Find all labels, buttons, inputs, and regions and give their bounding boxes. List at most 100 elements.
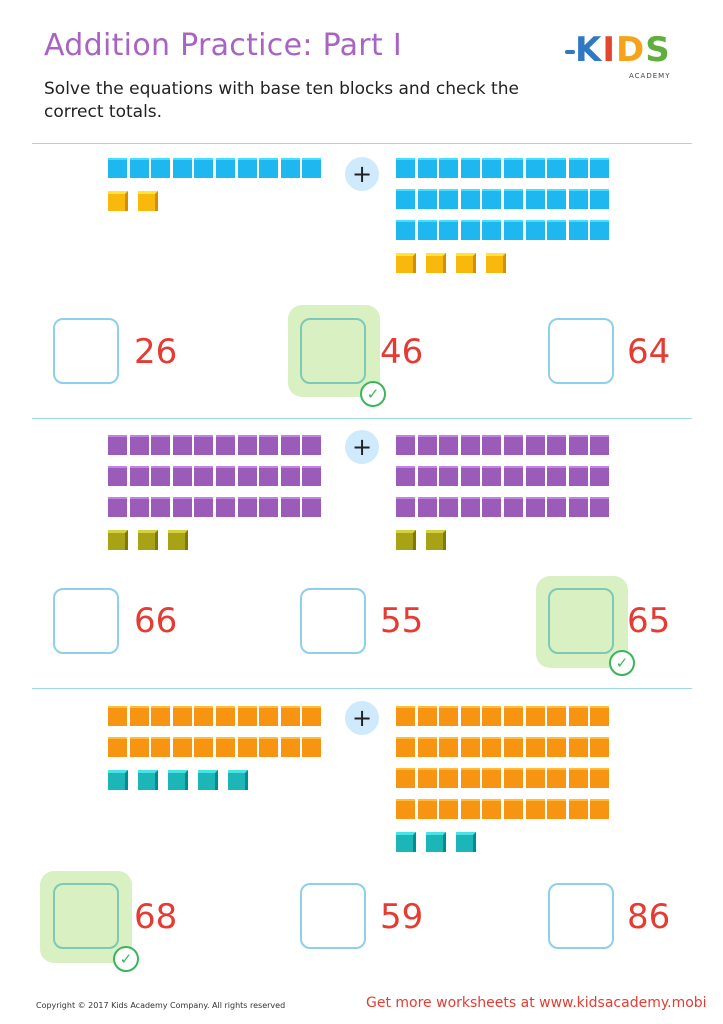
rod-unit (172, 737, 192, 757)
rod-unit (417, 466, 437, 486)
rod-unit (525, 799, 545, 819)
rod-unit (460, 497, 480, 517)
website-link[interactable]: Get more worksheets at www.kidsacademy.m… (366, 995, 707, 1011)
rod-unit (302, 497, 322, 517)
answer-choice: 64 (627, 332, 671, 372)
rod-unit (215, 466, 235, 486)
rod-unit (568, 706, 588, 726)
page-title: Addition Practice: Part I (44, 28, 402, 63)
right-addend-blocks (396, 706, 612, 852)
rod-unit (280, 706, 300, 726)
rod-unit (439, 799, 459, 819)
rod-unit (547, 220, 567, 240)
answer-choice: 66 (134, 601, 178, 641)
answer-checkbox[interactable] (53, 883, 119, 949)
one-cube (426, 832, 446, 852)
answer-checkbox[interactable] (300, 318, 366, 384)
logo-subtitle: ACADEMY (629, 72, 671, 80)
rod-unit (108, 706, 127, 726)
ten-rod (396, 799, 612, 819)
rod-unit (237, 435, 257, 455)
rod-unit (590, 189, 610, 209)
rod-unit (172, 435, 192, 455)
answer-checkbox[interactable] (548, 588, 614, 654)
answer-checkbox[interactable] (300, 883, 366, 949)
rod-unit (237, 158, 257, 178)
rod-unit (417, 706, 437, 726)
plus-sign: + (345, 701, 379, 735)
rod-unit (108, 497, 127, 517)
logo-dash-icon (565, 50, 575, 54)
ten-rod (396, 435, 612, 455)
one-cube (108, 770, 128, 790)
ones-cubes (396, 832, 612, 852)
answer-checkbox[interactable] (53, 318, 119, 384)
answer-choice: 65 (627, 601, 671, 641)
rod-unit (172, 497, 192, 517)
ten-rod (396, 189, 612, 209)
rod-unit (280, 466, 300, 486)
rod-unit (259, 497, 279, 517)
one-cube (396, 832, 416, 852)
rod-unit (396, 220, 415, 240)
rod-unit (525, 466, 545, 486)
rod-unit (108, 737, 127, 757)
rod-unit (482, 466, 502, 486)
rod-unit (280, 435, 300, 455)
rod-unit (482, 158, 502, 178)
rod-unit (215, 737, 235, 757)
rod-unit (194, 737, 214, 757)
rod-unit (302, 435, 322, 455)
rod-unit (568, 435, 588, 455)
rod-unit (590, 737, 610, 757)
rod-unit (568, 189, 588, 209)
rod-unit (151, 158, 171, 178)
rod-unit (151, 497, 171, 517)
rod-unit (417, 189, 437, 209)
rod-unit (439, 706, 459, 726)
answer-checkbox[interactable] (548, 318, 614, 384)
answer-checkbox[interactable] (548, 883, 614, 949)
rod-unit (547, 435, 567, 455)
one-cube (168, 770, 188, 790)
rod-unit (129, 737, 149, 757)
rod-unit (547, 158, 567, 178)
rod-unit (503, 189, 523, 209)
rod-unit (215, 435, 235, 455)
rod-unit (439, 189, 459, 209)
rod-unit (129, 435, 149, 455)
rod-unit (568, 799, 588, 819)
rod-unit (151, 435, 171, 455)
one-cube (426, 530, 446, 550)
answer-checkbox[interactable] (53, 588, 119, 654)
one-cube (396, 530, 416, 550)
rod-unit (259, 158, 279, 178)
rod-unit (417, 737, 437, 757)
one-cube (138, 770, 158, 790)
rod-unit (396, 435, 415, 455)
rod-unit (503, 158, 523, 178)
rod-unit (280, 737, 300, 757)
one-cube (108, 191, 128, 211)
rod-unit (525, 158, 545, 178)
rod-unit (194, 497, 214, 517)
one-cube (138, 530, 158, 550)
ten-rod (108, 497, 324, 517)
rod-unit (259, 435, 279, 455)
rod-unit (237, 706, 257, 726)
rod-unit (503, 435, 523, 455)
answer-checkbox[interactable] (300, 588, 366, 654)
rod-unit (460, 737, 480, 757)
answer-choice: 68 (134, 897, 178, 937)
rod-unit (129, 497, 149, 517)
ones-cubes (396, 253, 612, 273)
rod-unit (568, 158, 588, 178)
divider (32, 143, 692, 144)
rod-unit (460, 189, 480, 209)
rod-unit (396, 497, 415, 517)
rod-unit (590, 435, 610, 455)
rod-unit (482, 768, 502, 788)
rod-unit (568, 220, 588, 240)
rod-unit (237, 497, 257, 517)
rod-unit (417, 435, 437, 455)
